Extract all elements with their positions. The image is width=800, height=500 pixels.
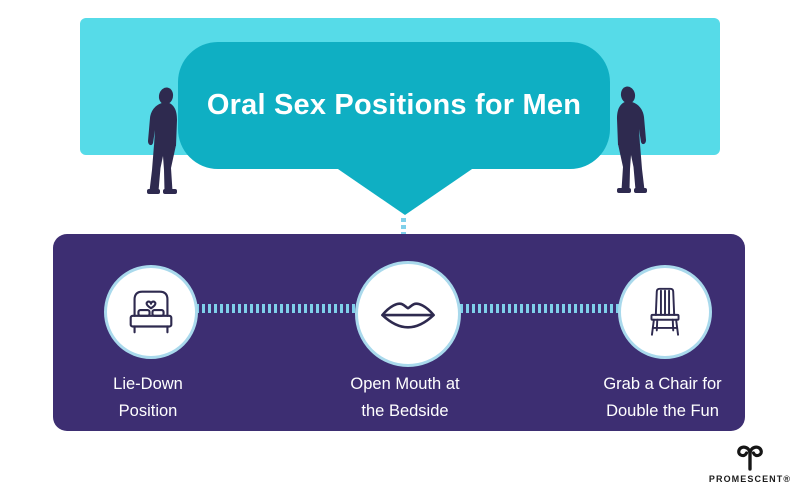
man-silhouette-right — [617, 86, 647, 193]
aries-horns-icon — [737, 445, 763, 471]
man-silhouette-left — [147, 87, 177, 194]
step-label-open-mouth: Open Mouth at the Bedside — [315, 371, 495, 425]
step-circle-lie-down — [104, 265, 198, 359]
lips-icon — [381, 302, 435, 329]
step-label-line: Position — [118, 402, 178, 420]
step-label-grab-chair: Grab a Chair for Double the Fun — [575, 371, 750, 425]
step-label-line: the Bedside — [361, 402, 449, 420]
speech-bubble: Oral Sex Positions for Men — [178, 42, 610, 169]
step-label-line: Grab a Chair for — [603, 375, 722, 393]
step-circle-grab-chair — [618, 265, 712, 359]
speech-bubble-tail — [335, 167, 475, 215]
step-label-line: Double the Fun — [606, 402, 719, 420]
step-label-line: Lie-Down — [113, 375, 183, 393]
step-label-line: Open Mouth at — [350, 375, 460, 393]
chair-icon — [650, 287, 680, 336]
step-label-lie-down: Lie-Down Position — [68, 371, 228, 425]
brand-name: PROMESCENT® — [708, 474, 792, 484]
bed-icon — [129, 290, 173, 334]
step-circle-open-mouth — [355, 261, 461, 367]
infographic-title: Oral Sex Positions for Men — [206, 89, 582, 121]
brand-logo: PROMESCENT® — [700, 442, 800, 492]
